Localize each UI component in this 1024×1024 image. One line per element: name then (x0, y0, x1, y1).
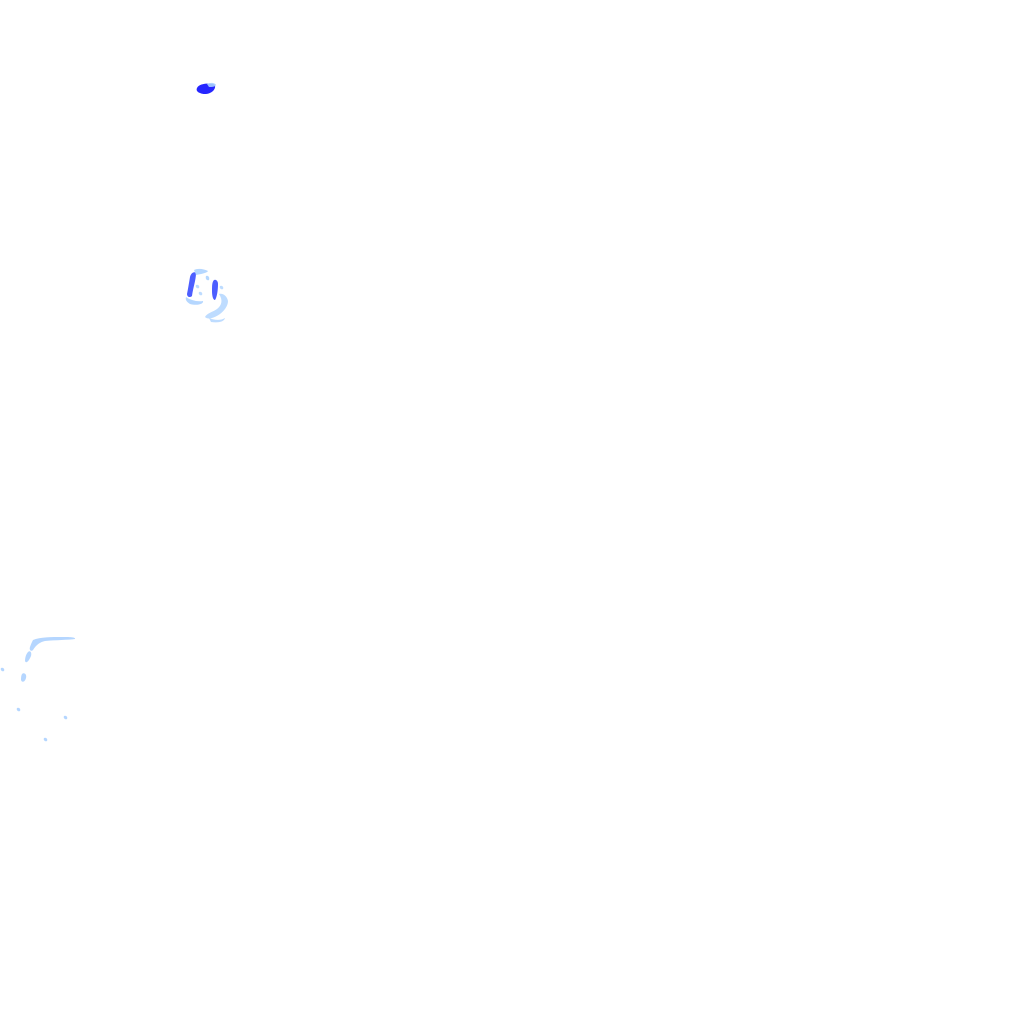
echo-cell-central (185, 268, 218, 305)
echo-cell-central-fringe (195, 284, 228, 323)
echo-cell-north (196, 82, 216, 95)
echo-band-southwest (0, 637, 76, 742)
